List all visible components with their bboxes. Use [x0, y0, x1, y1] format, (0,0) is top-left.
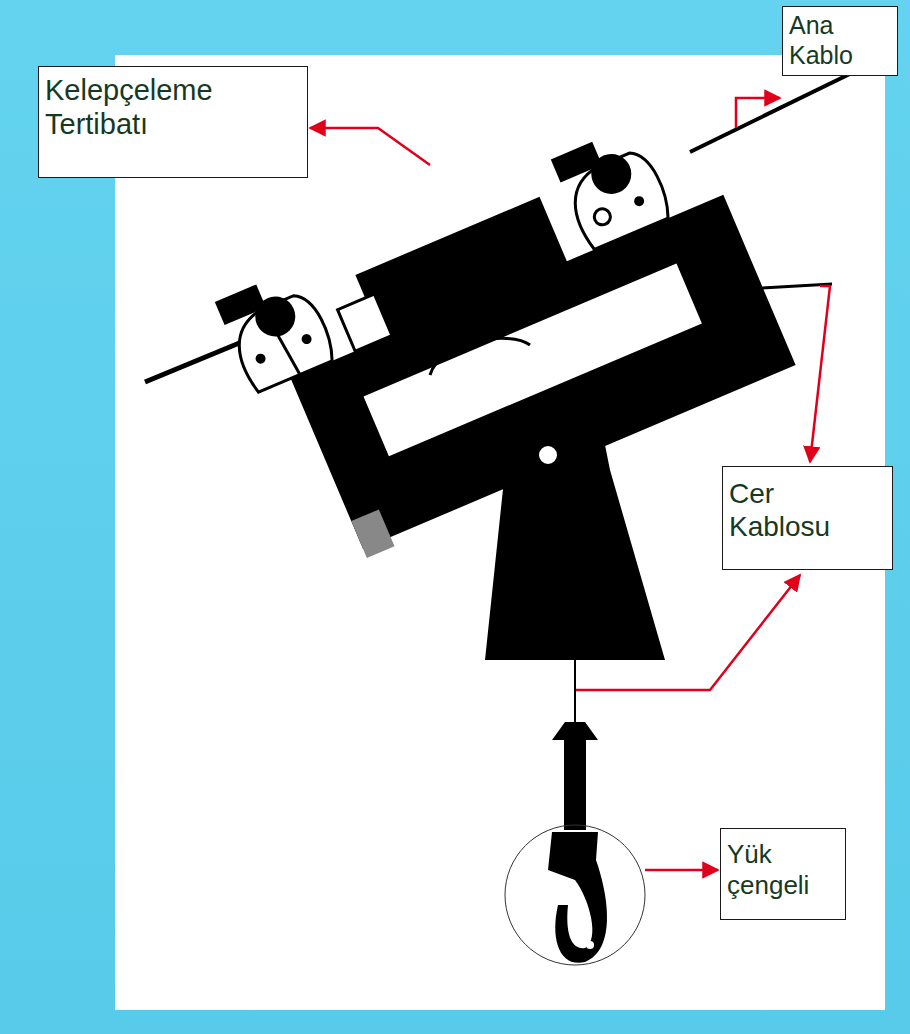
part-label: Ana Kablo: [789, 11, 891, 70]
hanger: [485, 445, 665, 660]
main-cable: [690, 68, 862, 152]
hook-circle: [505, 825, 645, 965]
hoist-cable: [574, 660, 576, 722]
label-box: Yük çengeli: [720, 828, 846, 920]
part-label: Kelepçeleme Tertibatı: [45, 73, 299, 141]
load-hook: [548, 832, 607, 963]
part-label: Yük çengeli: [727, 839, 837, 900]
label-box: Ana Kablo: [782, 6, 898, 76]
label-box: Kelepçeleme Tertibatı: [38, 66, 308, 178]
part-label: Cer Kablosu: [729, 477, 858, 543]
label-box: Cer Kablosu: [722, 466, 893, 570]
